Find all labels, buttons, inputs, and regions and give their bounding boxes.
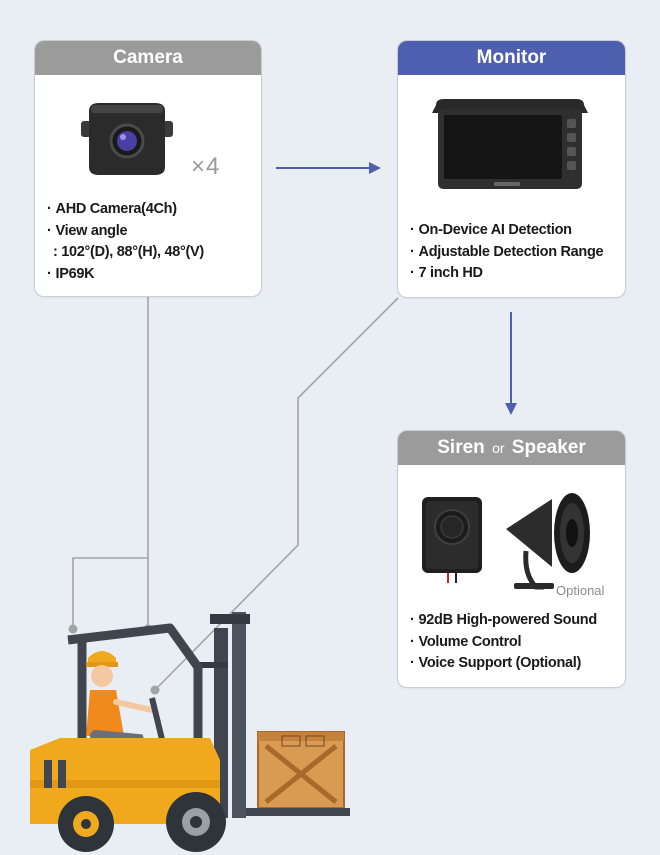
speaker-title: Speaker <box>511 437 586 458</box>
camera-feature-item: AHD Camera(4Ch) <box>47 199 204 221</box>
camera-feature-item: : 102°(D), 88°(H), 48°(V) <box>53 244 204 260</box>
monitor-feature-item: Adjustable Detection Range <box>410 242 604 264</box>
camera-mount-dot-1 <box>68 624 78 634</box>
siren-card: Siren or Speaker Optional 92dB High-powe… <box>397 430 626 688</box>
crate-icon <box>257 731 345 809</box>
camera-card: Camera ×4 AHD Camera(4Ch) View angle : 1… <box>34 40 262 297</box>
camera-wire-side <box>72 557 148 628</box>
camera-icon <box>81 103 173 175</box>
siren-feature-item: Volume Control <box>410 632 597 654</box>
forklift-illustration <box>30 612 350 852</box>
optional-label: Optional <box>556 583 605 598</box>
siren-card-header: Siren or Speaker <box>398 431 625 465</box>
monitor-card: Monitor On-Device AI Detection Adjustabl… <box>397 40 626 298</box>
camera-feature-list: AHD Camera(4Ch) View angle : 102°(D), 88… <box>47 199 204 285</box>
monitor-icon <box>432 99 588 189</box>
monitor-feature-item: On-Device AI Detection <box>410 220 603 242</box>
camera-feature-item: IP69K <box>47 264 204 286</box>
siren-feature-item: 92dB High-powered Sound <box>410 610 598 632</box>
siren-feature-list: 92dB High-powered Sound Volume Control V… <box>410 610 598 675</box>
camera-card-header: Camera <box>35 41 261 75</box>
siren-feature-item: Voice Support (Optional) <box>410 653 597 675</box>
camera-title: Camera <box>113 47 183 68</box>
horn-speaker-icon <box>506 493 590 590</box>
monitor-title: Monitor <box>476 47 547 68</box>
camera-count: ×4 <box>191 153 221 180</box>
siren-title-or: or <box>492 440 505 456</box>
monitor-mount-dot <box>150 685 160 695</box>
camera-feature-item: View angle <box>47 221 204 243</box>
monitor-card-header: Monitor <box>398 41 625 75</box>
monitor-to-siren-arrow <box>505 312 517 415</box>
siren-icon <box>422 497 482 583</box>
monitor-feature-item: 7 inch HD <box>410 263 603 285</box>
camera-to-monitor-arrow <box>276 162 381 174</box>
monitor-feature-list: On-Device AI Detection Adjustable Detect… <box>410 220 604 285</box>
siren-title: Siren <box>437 437 485 458</box>
